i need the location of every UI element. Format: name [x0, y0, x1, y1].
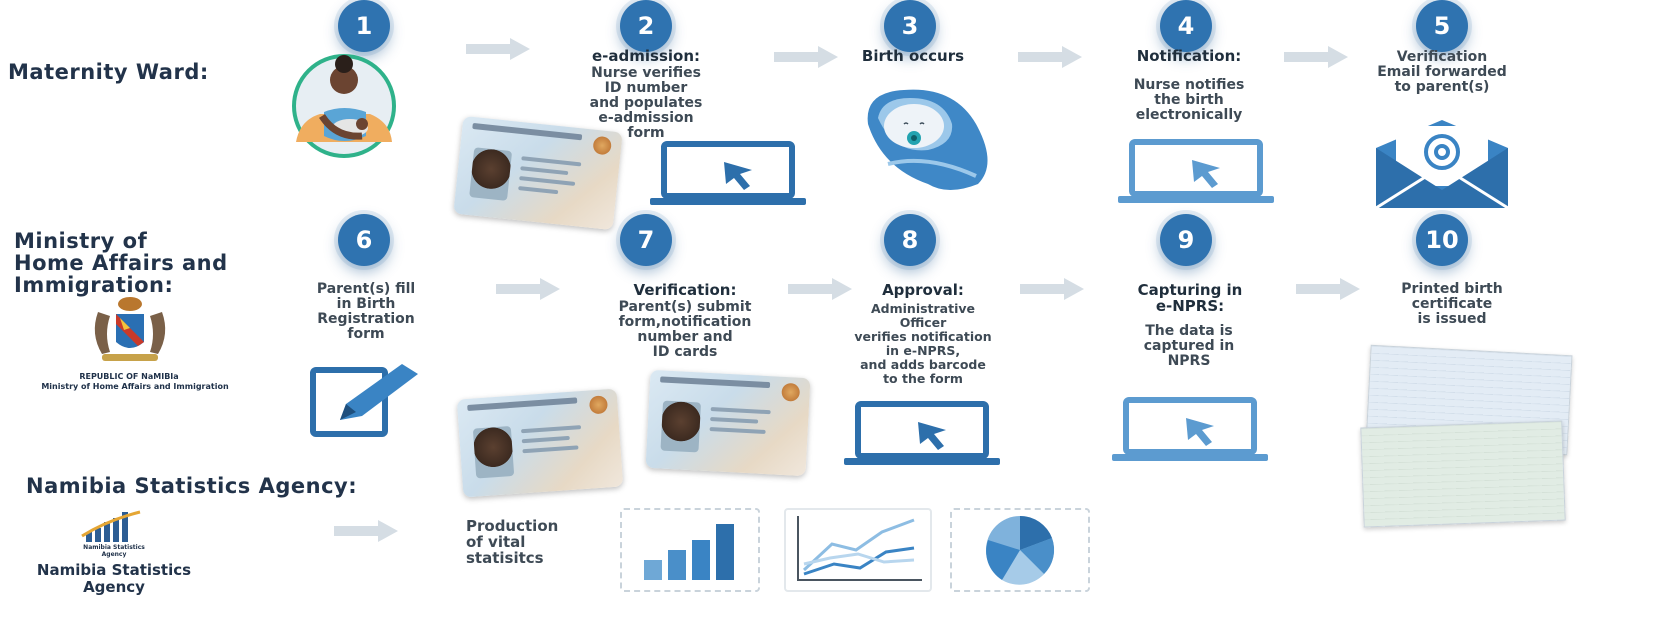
step-3-title: Birth occurs [861, 47, 965, 65]
stats-logo-caption: Namibia Statistics Agency [83, 544, 145, 558]
section-title-ministry: Ministry of Home Affairs and Immigration… [14, 229, 228, 297]
flow-arrow [788, 278, 852, 300]
laptop-icon [1112, 396, 1268, 462]
email-icon [1372, 118, 1512, 210]
ministry-logo-line1: REPUBLIC OF NaMIBIa [79, 372, 179, 381]
step-badge-10: 10 [1416, 214, 1468, 266]
step-2-title: e-admission: [591, 47, 700, 65]
step-2-text: Nurse verifies ID number and populates e… [589, 65, 703, 141]
id-card-icon [456, 388, 624, 498]
laptop-icon [844, 400, 1000, 466]
production-text: Production of vital statisitcs [466, 517, 559, 567]
coat-of-arms-icon [80, 294, 180, 366]
step-7-title: Verification: [633, 281, 737, 299]
laptop-icon [650, 140, 806, 206]
step-5-text: Verification Email forwarded to parent(s… [1377, 49, 1507, 95]
bar-chart-icon [620, 508, 760, 592]
step-10-text: Printed birth certificate is issued [1401, 281, 1503, 327]
flow-arrow [466, 38, 530, 60]
step-6-text: Parent(s) fill in Birth Registration for… [316, 281, 416, 342]
step-badge-1: 1 [338, 0, 390, 52]
step-badge-2: 2 [620, 0, 672, 52]
line-chart-icon [784, 508, 932, 592]
step-badge-5: 5 [1416, 0, 1468, 52]
step-9-text: The data is captured in NPRS [1143, 323, 1235, 369]
step-4-text: Nurse notifies the birth electronically [1133, 77, 1245, 123]
laptop-icon [1118, 138, 1274, 204]
id-card-icon [453, 115, 623, 231]
step-badge-8: 8 [884, 214, 936, 266]
step-8-text: Administrative Officer verifies notifica… [854, 301, 992, 386]
flow-arrow [774, 46, 838, 68]
step-badge-4: 4 [1160, 0, 1212, 52]
section-title-maternity: Maternity Ward: [8, 60, 209, 84]
flow-arrow [496, 278, 560, 300]
section-title-stats: Namibia Statistics Agency: [26, 474, 358, 498]
step-8-title: Approval: [882, 281, 964, 299]
mother-baby-icon [266, 50, 422, 160]
step-7-text: Parent(s) submit form,notification numbe… [618, 299, 752, 360]
pie-chart-icon [950, 508, 1090, 592]
certificate-icon [1360, 420, 1566, 528]
step-badge-3: 3 [884, 0, 936, 52]
step-badge-6: 6 [338, 214, 390, 266]
flow-arrow [1296, 278, 1360, 300]
step-4-title: Notification: [1136, 47, 1242, 65]
flow-arrow [1284, 46, 1348, 68]
step-badge-7: 7 [620, 214, 672, 266]
pen-form-icon [310, 364, 436, 438]
step-badge-9: 9 [1160, 214, 1212, 266]
baby-icon [858, 84, 1008, 194]
id-card-icon [645, 369, 811, 477]
stats-agency-name: Namibia Statistics Agency [36, 561, 192, 596]
flow-arrow [1020, 278, 1084, 300]
step-9-title: Capturing in e-NPRS: [1137, 281, 1243, 315]
stats-logo-icon [78, 506, 148, 546]
flow-arrow [334, 520, 398, 542]
flow-arrow [1018, 46, 1082, 68]
ministry-logo-line2: Ministry of Home Affairs and Immigration [41, 382, 229, 391]
